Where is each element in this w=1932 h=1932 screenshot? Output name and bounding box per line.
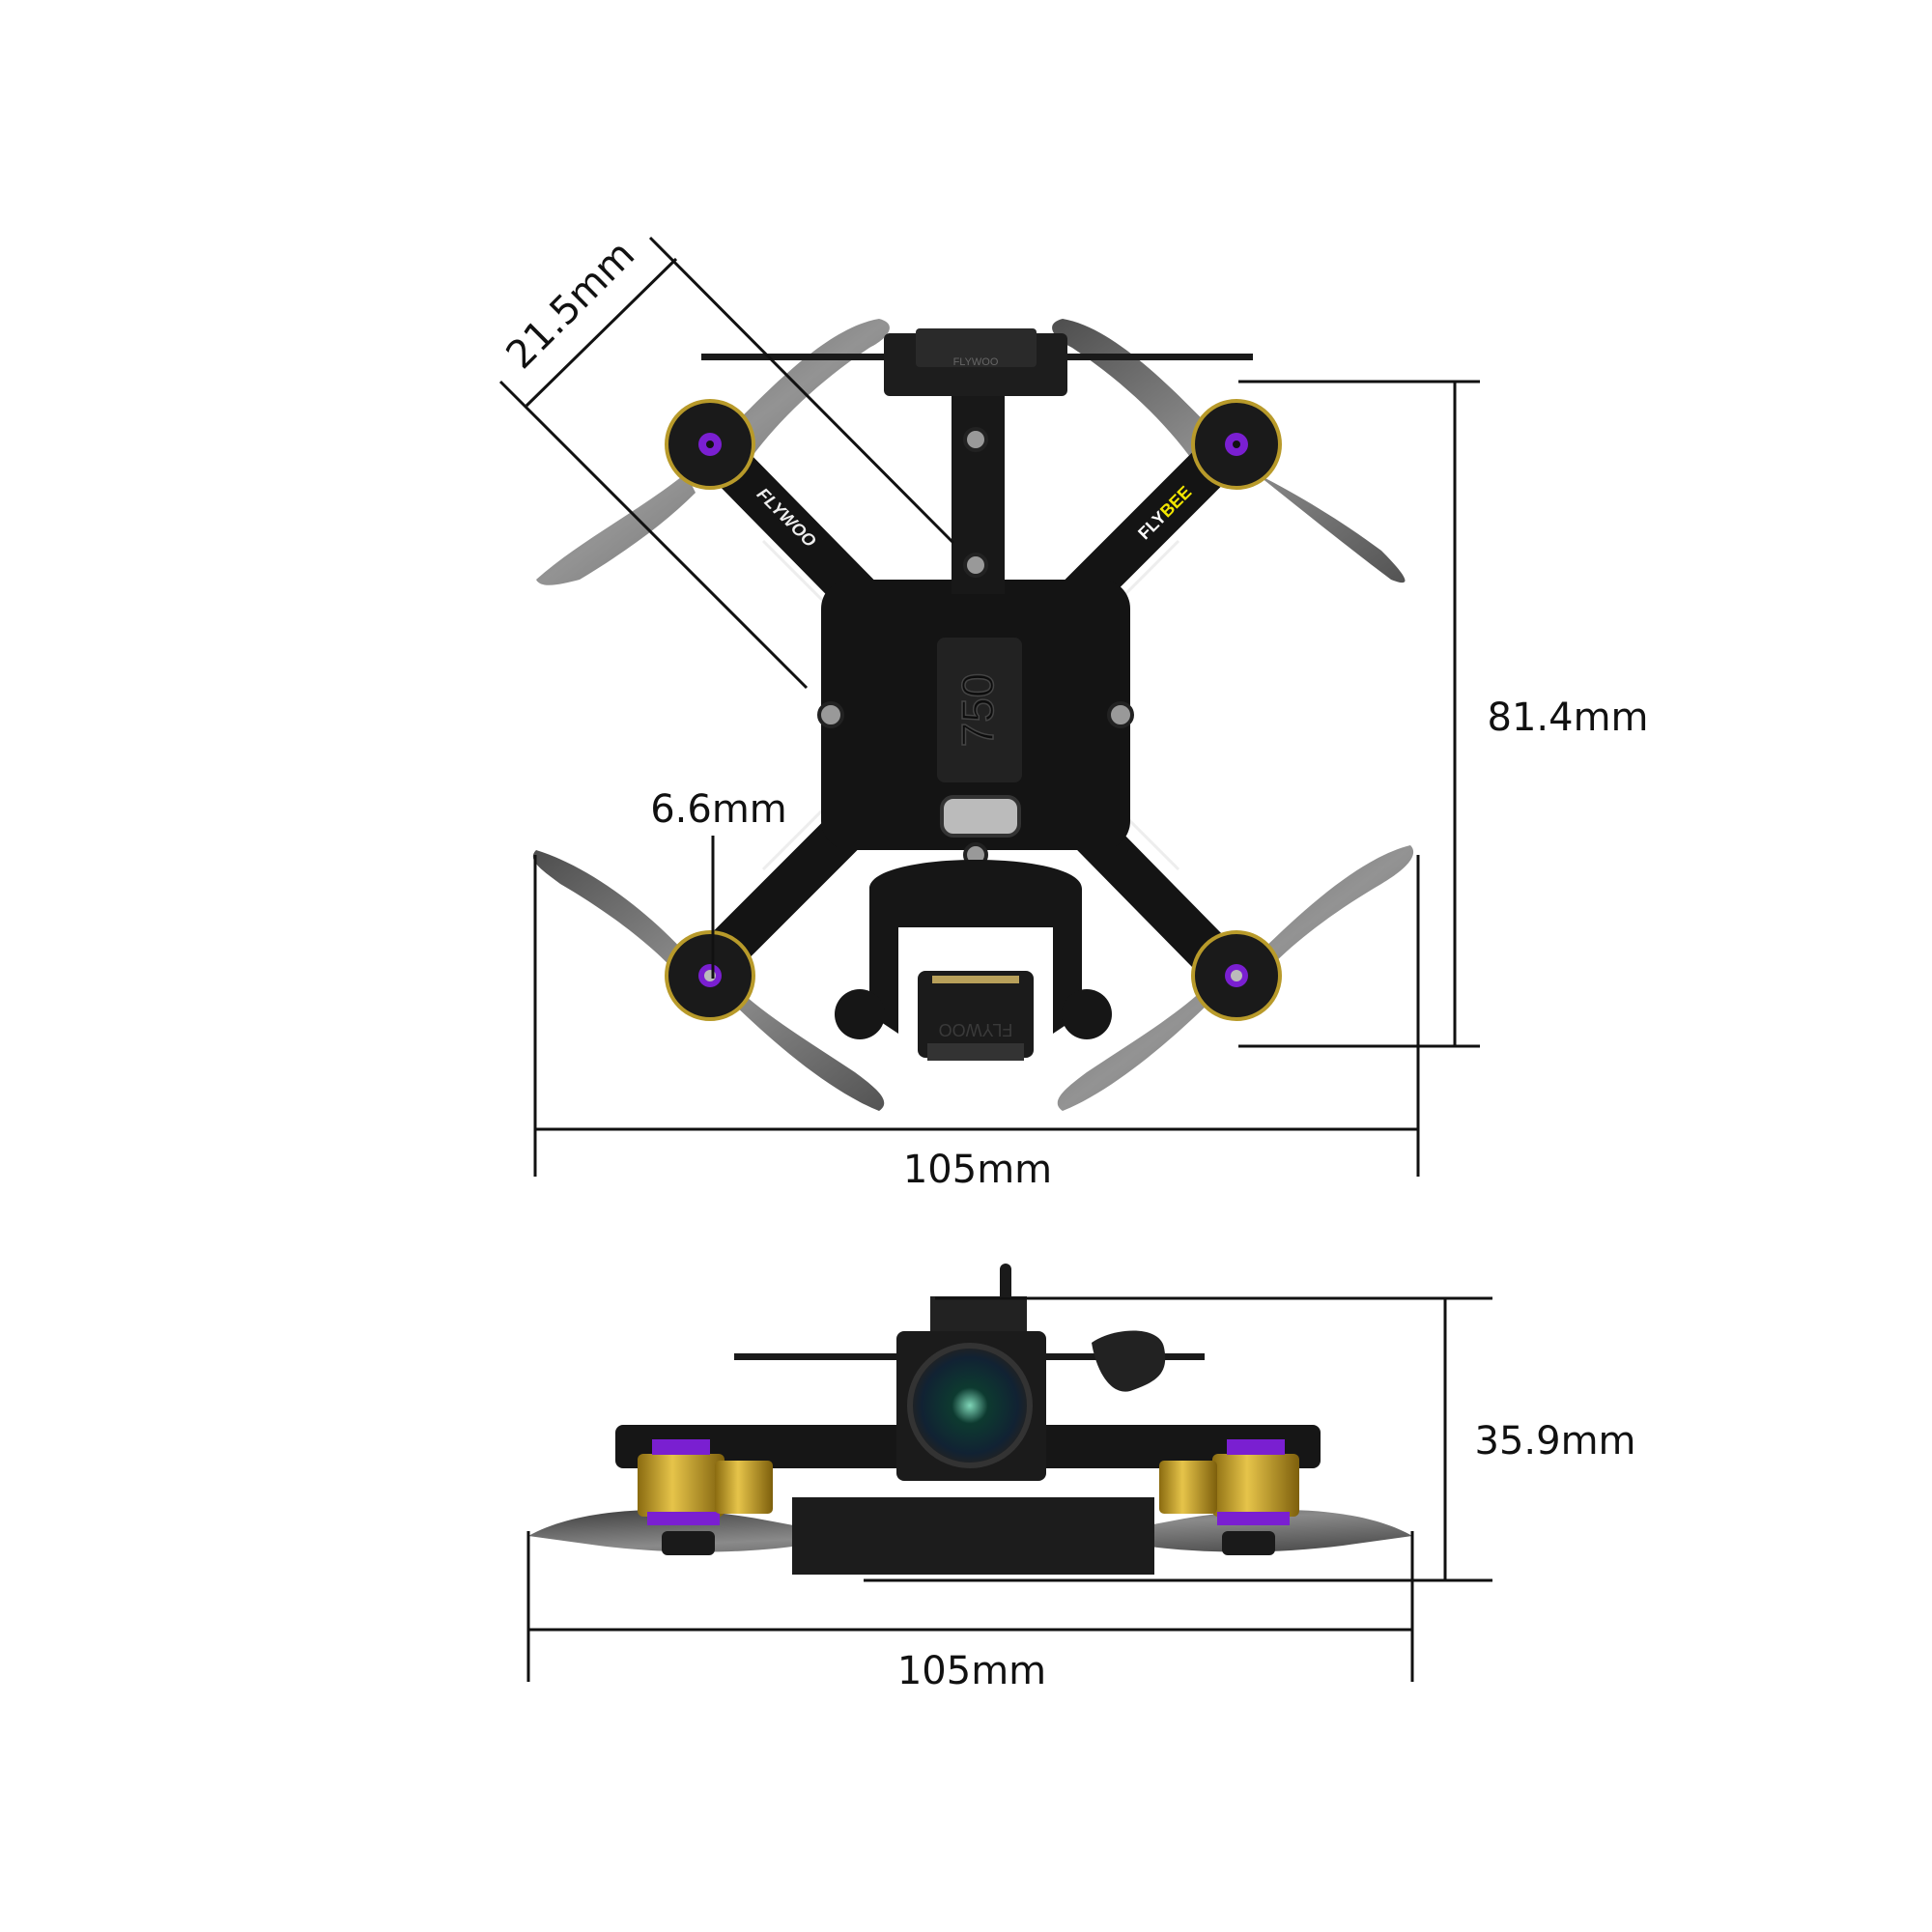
motors	[665, 399, 1282, 1021]
prop-dimension-line	[525, 257, 678, 408]
bottom-plate	[792, 1497, 1154, 1575]
motor-diameter-label: 6.6mm	[650, 787, 787, 832]
motor-top-left	[665, 399, 755, 490]
side-motors	[638, 1439, 1299, 1525]
side-view-drone	[528, 1264, 1412, 1575]
camera-logo: FLYWOO	[939, 1020, 1013, 1039]
motor-bottom-right	[1191, 930, 1282, 1021]
prop-extension-line-2	[648, 236, 955, 545]
motor-top-right	[1191, 399, 1282, 490]
side-propellers	[528, 1510, 1412, 1552]
propeller-bottom-right	[1057, 845, 1414, 1111]
side-view-dimension-lines	[526, 1296, 1492, 1682]
receiver-logo: FLYWOO	[953, 356, 999, 368]
top-view-drone: FLYWOO 750 FLYWOO FLYWOO FLYBEE	[532, 319, 1414, 1111]
battery	[937, 638, 1022, 782]
camera-lens	[907, 1343, 1033, 1468]
vtx-antenna-side	[1092, 1330, 1166, 1392]
side-width-label: 105mm	[897, 1649, 1046, 1693]
motor-bottom-left	[665, 930, 755, 1021]
length-label: 81.4mm	[1488, 696, 1649, 740]
battery-label: 750	[952, 673, 1003, 748]
camera-mount	[869, 860, 1082, 1034]
frame-screws	[817, 427, 1134, 867]
prop-diameter-label: 21.5mm	[498, 233, 644, 379]
prop-extension-line-1	[498, 380, 809, 690]
height-label: 35.9mm	[1475, 1419, 1636, 1463]
usb-port	[940, 795, 1021, 838]
camera	[918, 971, 1034, 1058]
top-view-dimension-lines	[498, 236, 1480, 1177]
propeller-bottom-left	[532, 850, 885, 1111]
top-width-label: 105mm	[903, 1148, 1052, 1192]
